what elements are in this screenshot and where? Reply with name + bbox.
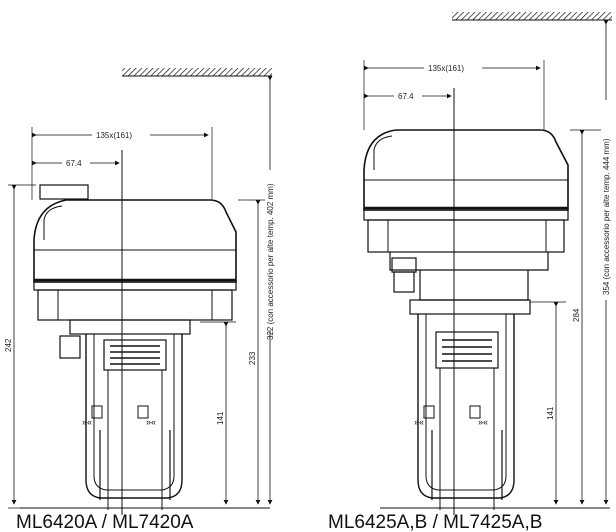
right-half-width-dim: 67.4 [398,92,414,101]
left-model-label: ML6420A / ML7420A [16,512,194,532]
right-model-label: ML6425A,B / ML7425A,B [328,512,542,532]
svg-text:»«: »« [146,417,156,427]
right-width-dim: 135x(161) [428,64,464,73]
svg-text:»«: »« [414,417,424,427]
left-half-width-dim: 67.4 [66,159,82,168]
left-removal-dim: 322 (con accessorio per alte temp. 402 m… [266,183,275,340]
right-lower-height-dim: 141 [546,406,555,420]
right-ceiling-hatch [452,12,612,20]
left-actuator-body [33,199,237,321]
left-top-knob [39,184,89,200]
svg-text:»«: »« [82,417,92,427]
right-actuator-body [363,129,569,301]
right-removal-dim: 354 (con accessorio per alte temp. 444 m… [602,138,611,295]
left-body-height-dim: 233 [248,351,257,365]
right-body-height-dim: 284 [572,308,581,322]
left-actuator: »« »« 135x(161) 67.4 242 233 141 32 [4,68,276,532]
left-actuator-yoke: »« »« [59,319,191,510]
right-actuator-yoke: »« »« [409,299,531,510]
right-actuator: »« »« 135x(161) 67.4 284 141 354 (con ac… [328,12,612,532]
left-lower-height-dim: 141 [216,411,225,425]
left-width-dim: 135x(161) [96,131,132,140]
svg-text:»«: »« [478,417,488,427]
left-ceiling-hatch [122,68,272,76]
left-total-height-dim: 242 [4,338,13,352]
